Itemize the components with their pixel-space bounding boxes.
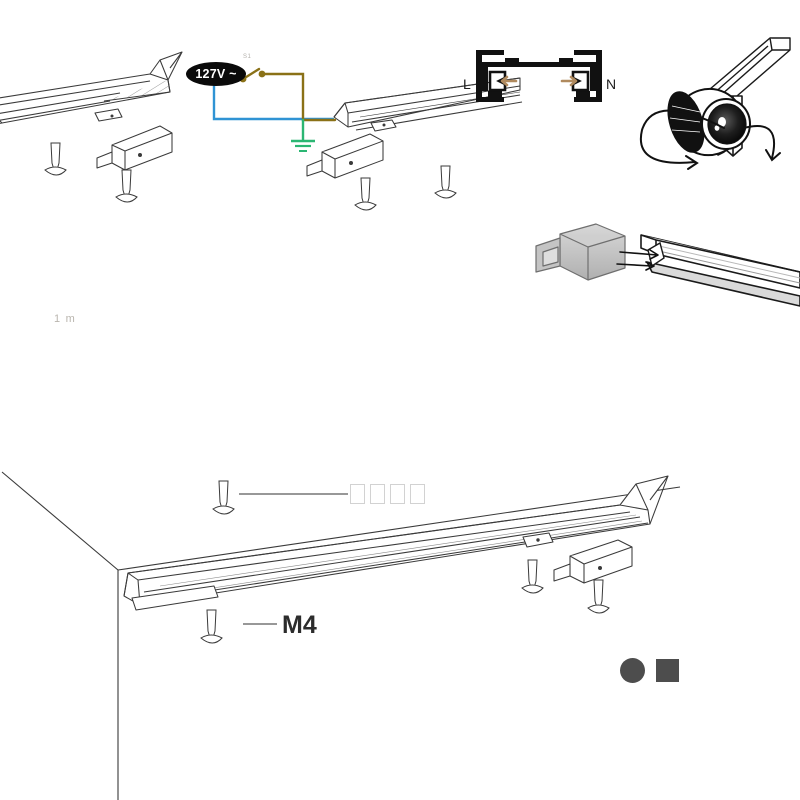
- earth-ground-symbol: [291, 139, 315, 152]
- voltage-label: 127V ~: [186, 62, 246, 86]
- track-rail-ceiling: [123, 475, 669, 611]
- terminal-label-live: L: [463, 76, 471, 92]
- spotlight-head: [667, 87, 751, 157]
- insert-arrow-upper: [619, 249, 659, 260]
- terminal-label-neutral: N: [606, 76, 617, 92]
- placeholder-glyph-box: [370, 484, 385, 504]
- placeholder-glyph-boxes: [350, 484, 425, 504]
- finish-swatch-circle: [620, 658, 645, 683]
- switch-throw-terminal: [258, 70, 266, 78]
- placeholder-glyph-box: [350, 484, 365, 504]
- screw-callout-top: [212, 480, 235, 515]
- rotation-arrow-pan: [743, 125, 781, 162]
- power-connector-detail: [535, 223, 800, 307]
- finish-swatches: [620, 658, 679, 683]
- screw-callout-m4: [200, 609, 223, 644]
- track-cross-section: [476, 50, 602, 102]
- track-connector-block-middle: [306, 133, 384, 179]
- callout-leader-lines: [239, 493, 348, 625]
- switch-note-label: S1: [243, 54, 252, 60]
- finish-swatch-square: [656, 659, 679, 682]
- screw-size-label: M4: [282, 611, 317, 639]
- mounting-screw-set-left: [44, 142, 138, 203]
- neutral-wire: [212, 84, 335, 121]
- insert-arrow-lower: [616, 261, 655, 271]
- track-length-caption: 1 m: [54, 313, 76, 325]
- ceiling-corner: [1, 471, 681, 800]
- mounting-screw-set-middle: [354, 165, 457, 211]
- contact-arrow-left: [500, 75, 518, 87]
- wiring-schematic: [212, 67, 337, 152]
- track-connector-block-left: [96, 125, 173, 171]
- contact-arrow-right: [560, 75, 578, 87]
- live-wire: [260, 72, 337, 122]
- placeholder-glyph-box: [390, 484, 405, 504]
- placeholder-glyph-box: [410, 484, 425, 504]
- mounting-screw-set-ceiling: [200, 480, 610, 644]
- track-spotlight-assembly: [639, 37, 791, 170]
- track-connector-block-ceiling: [553, 539, 633, 584]
- track-rail-top-left: [0, 51, 183, 124]
- rotation-arrow-tilt: [639, 109, 725, 170]
